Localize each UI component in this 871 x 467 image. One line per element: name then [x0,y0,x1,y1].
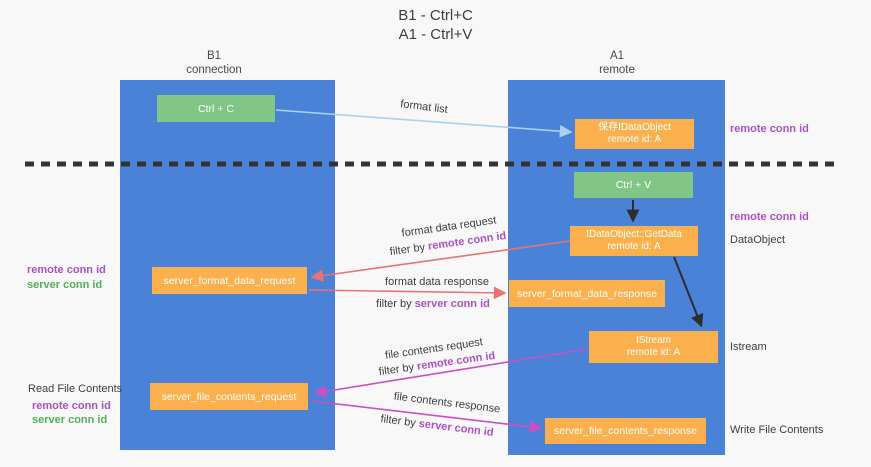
istream-line1: IStream [635,334,671,346]
dataobject-annotation: DataObject [730,234,786,246]
read-file-contents-annotation: Read File Contents [28,383,123,395]
format-data-response-filter-label: filter by server conn id [376,298,490,310]
lifeline-a1-role: remote [599,64,635,76]
remote-conn-id-annotation-top-right: remote conn id [730,123,809,135]
format-data-response-label: format data response [385,276,489,288]
lifeline-b1-name: B1 [206,50,222,62]
lifeline-header-a1: A1 remote [557,49,677,77]
server-conn-id-text: server conn id [418,417,495,439]
server-file-contents-response-box: server_file_contents_response [545,418,706,444]
lifeline-b1-role: connection [186,64,242,76]
server-conn-id-annotation-left-bottom: server conn id [32,414,108,426]
save-dataobject-box: 保存IDataObject remote id: A [575,119,694,149]
getdata-box: IDataObject::GetData remote id: A [570,226,698,256]
filter-by-text: filter by [389,240,429,259]
ctrl-v-box: Ctrl + V [574,172,693,198]
getdata-line2: remote id: A [607,241,661,252]
write-file-contents-annotation: Write File Contents [730,424,824,436]
filter-by-text: filter by [378,360,418,379]
istream-annotation: Istream [730,341,767,353]
remote-conn-id-annotation-mid-right: remote conn id [730,211,809,223]
ctrl-c-box: Ctrl + C [157,95,275,122]
file-contents-response-label: file contents response [393,390,501,416]
lifeline-a1-name: A1 [609,50,625,62]
save-dataobject-line1: 保存IDataObject [598,121,671,133]
title-line-2: A1 - Ctrl+V [398,26,473,43]
remote-conn-id-annotation-left-top: remote conn id [27,264,106,276]
diagram-title: B1 - Ctrl+C A1 - Ctrl+V [0,6,871,44]
title-line-1: B1 - Ctrl+C [398,7,473,24]
getdata-line1: IDataObject::GetData [586,228,682,240]
format-data-response-arrow [308,286,507,300]
filter-by-text: filter by [376,298,415,310]
filter-by-text: filter by [379,413,420,430]
server-file-contents-request-box: server_file_contents_request [150,383,308,410]
istream-box: IStream remote id: A [589,331,718,363]
file-contents-response-filter-label: filter by server conn id [380,413,494,439]
server-conn-id-annotation-left-top: server conn id [27,279,103,291]
istream-line2: remote id: A [626,347,681,358]
save-dataobject-line2: remote id: A [607,134,662,145]
server-format-data-request-box: server_format_data_request [152,267,307,294]
format-list-label: format list [399,98,449,116]
server-format-data-response-box: server_format_data_response [509,280,665,307]
remote-conn-id-annotation-left-bottom: remote conn id [32,400,111,412]
lifeline-header-b1: B1 connection [154,49,274,77]
server-conn-id-text: server conn id [414,298,490,310]
